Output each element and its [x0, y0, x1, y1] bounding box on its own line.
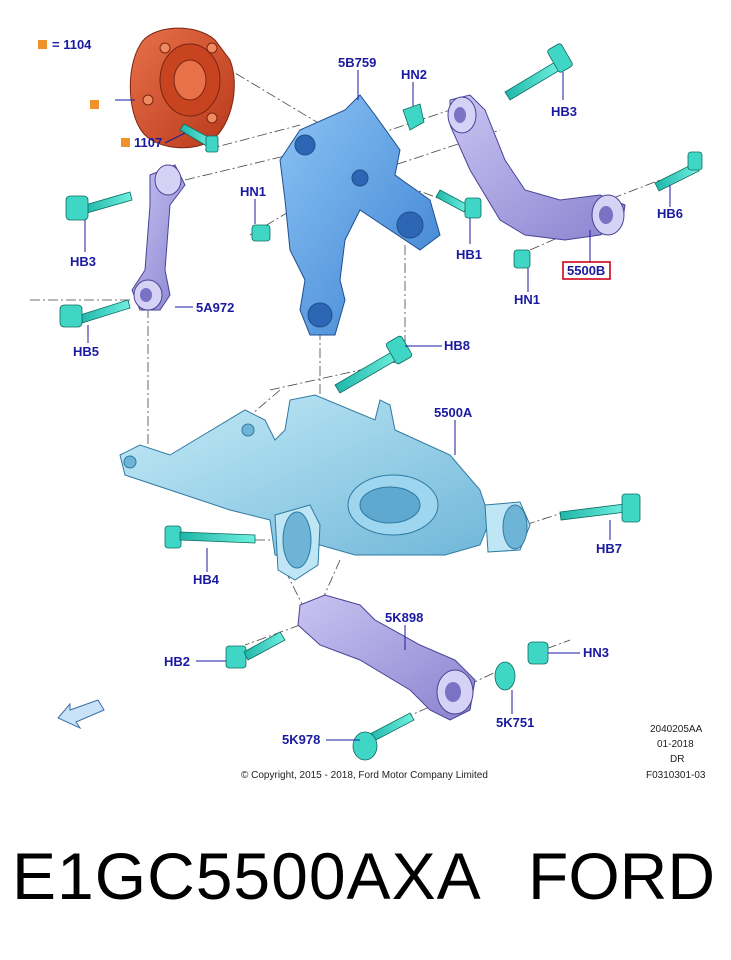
nut-hn3: [527, 641, 549, 665]
copyright-text: © Copyright, 2015 - 2018, Ford Motor Com…: [241, 770, 488, 781]
callout-hb2: HB2: [164, 654, 190, 669]
callout-hn1-left: HN1: [240, 184, 266, 199]
callout-hb7: HB7: [596, 541, 622, 556]
callout-hb5: HB5: [73, 344, 99, 359]
legend-swatch-1104: [38, 40, 47, 49]
upper-arm-5500b: [447, 94, 626, 241]
bolt-hb2: [225, 631, 286, 669]
callout-hb3-top: HB3: [551, 104, 577, 119]
drawing-code-4: F0310301-03: [646, 770, 706, 781]
callout-5a972: 5A972: [196, 300, 234, 315]
bolt-hb1: [435, 189, 482, 219]
part-number-caption: E1GC5500AXA: [12, 839, 482, 913]
drawing-code-1: 2040205AA: [650, 724, 703, 735]
highlight-box-5500b: [562, 261, 611, 280]
bolt-5k978: [352, 712, 415, 761]
bolt-hb3-left: [65, 191, 133, 221]
bolt-hb3-top: [504, 43, 573, 101]
legend-label-1104: = 1104: [52, 37, 92, 52]
legend-swatch-hub: [90, 100, 99, 109]
callout-hb8: HB8: [444, 338, 470, 353]
callout-5500a: 5500A: [434, 405, 473, 420]
callout-5b759: 5B759: [338, 55, 376, 70]
nut-hn1-right: [513, 249, 531, 269]
callout-hn1-right: HN1: [514, 292, 540, 307]
lower-link-5k898: [297, 594, 476, 721]
bolt-hb5: [59, 299, 131, 328]
fasteners: [59, 43, 703, 761]
arrow-icon: [57, 699, 105, 730]
callout-5500b: 5500B: [567, 263, 605, 278]
callout-5k978: 5K978: [282, 732, 320, 747]
bolt-hb4: [164, 525, 256, 549]
knuckle-5b759: [279, 94, 441, 336]
bolt-hb8: [334, 335, 413, 394]
callout-hb3-left: HB3: [70, 254, 96, 269]
callout-hn2: HN2: [401, 67, 427, 82]
bolt-hb7: [559, 493, 641, 523]
legend-swatch-1107: [121, 138, 130, 147]
callout-5k751: 5K751: [496, 715, 534, 730]
leader-lines: [84, 70, 671, 741]
callout-hb4: HB4: [193, 572, 220, 587]
wheel-hub-assembly: [129, 27, 235, 153]
nut-hn2: [402, 103, 425, 131]
bolt-hb6: [654, 151, 703, 192]
legend-label-1107: 1107: [134, 135, 162, 150]
callout-hn3: HN3: [583, 645, 609, 660]
drawing-code-2: 01-2018: [657, 739, 694, 750]
drawing-code-3: DR: [670, 754, 684, 765]
lower-arm-5500a: [119, 394, 531, 581]
toe-link-5a972: [131, 164, 186, 311]
brand-caption: FORD: [528, 839, 715, 913]
washer-5k751: [494, 661, 516, 691]
callout-hb6: HB6: [657, 206, 683, 221]
nut-hn1-left: [251, 224, 271, 242]
callout-hb1: HB1: [456, 247, 482, 262]
callout-5k898: 5K898: [385, 610, 423, 625]
